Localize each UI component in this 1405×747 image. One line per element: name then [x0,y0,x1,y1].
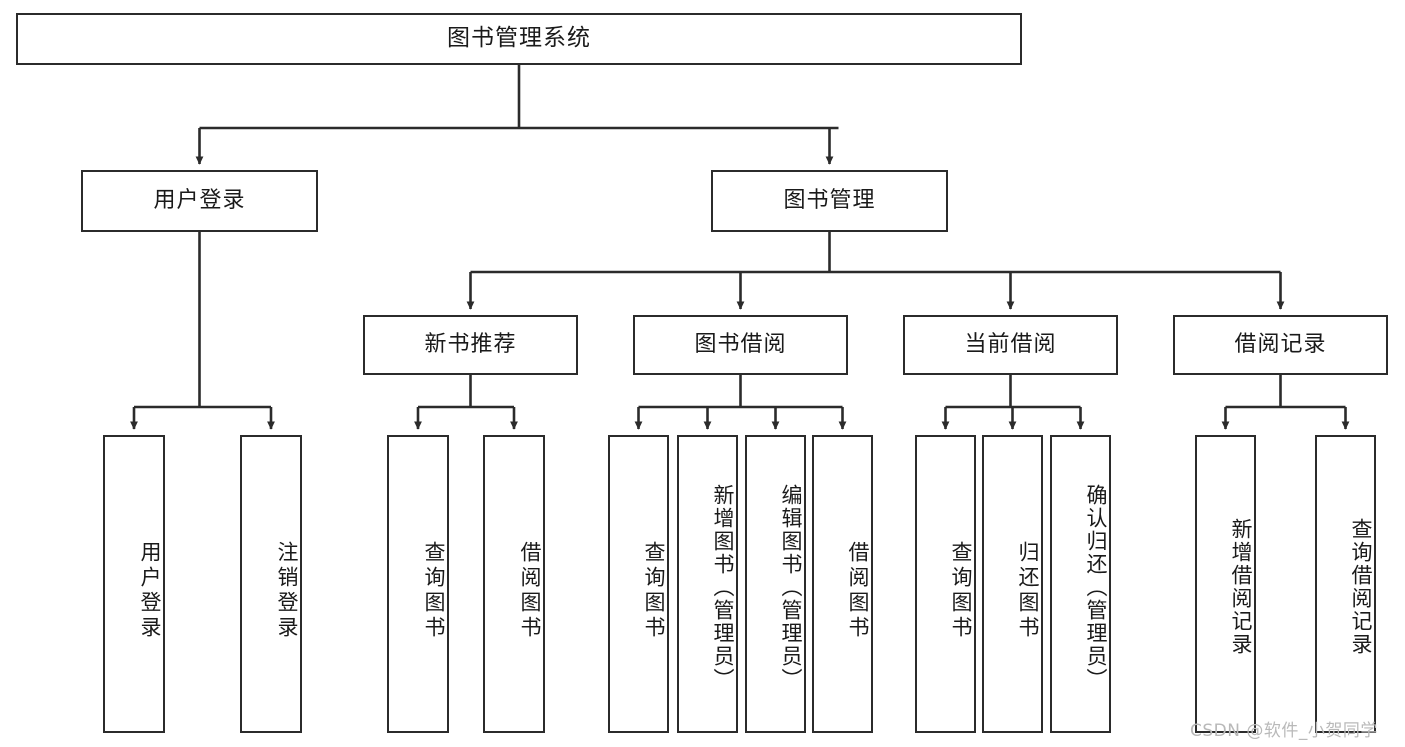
node-leaf-edit-book-admin[interactable]: 编辑图书（管理员） [745,435,806,733]
node-book-manage-group[interactable]: 图书管理 [711,170,948,232]
node-borrow-record[interactable]: 借阅记录 [1173,315,1388,375]
node-leaf-query-book-1[interactable]: 查询图书 [387,435,449,733]
node-leaf-confirm-return-admin[interactable]: 确认归还（管理员） [1050,435,1111,733]
node-leaf-query-borrow-record[interactable]: 查询借阅记录 [1315,435,1376,733]
node-leaf-return-book[interactable]: 归还图书 [982,435,1043,733]
node-leaf-borrow-book-1[interactable]: 借阅图书 [483,435,545,733]
node-leaf-query-book-2[interactable]: 查询图书 [608,435,669,733]
node-leaf-query-book-3[interactable]: 查询图书 [915,435,976,733]
node-current-borrow[interactable]: 当前借阅 [903,315,1118,375]
node-user-login-group[interactable]: 用户登录 [81,170,318,232]
node-leaf-logout[interactable]: 注销登录 [240,435,302,733]
node-leaf-add-borrow-record[interactable]: 新增借阅记录 [1195,435,1256,733]
node-root[interactable]: 图书管理系统 [16,13,1022,65]
node-leaf-borrow-book-2[interactable]: 借阅图书 [812,435,873,733]
node-book-borrow[interactable]: 图书借阅 [633,315,848,375]
node-leaf-add-book-admin[interactable]: 新增图书（管理员） [677,435,738,733]
node-leaf-user-login[interactable]: 用户登录 [103,435,165,733]
csdn-watermark: CSDN @软件_小贺同学 [1190,721,1378,741]
node-new-book-recommend[interactable]: 新书推荐 [363,315,578,375]
